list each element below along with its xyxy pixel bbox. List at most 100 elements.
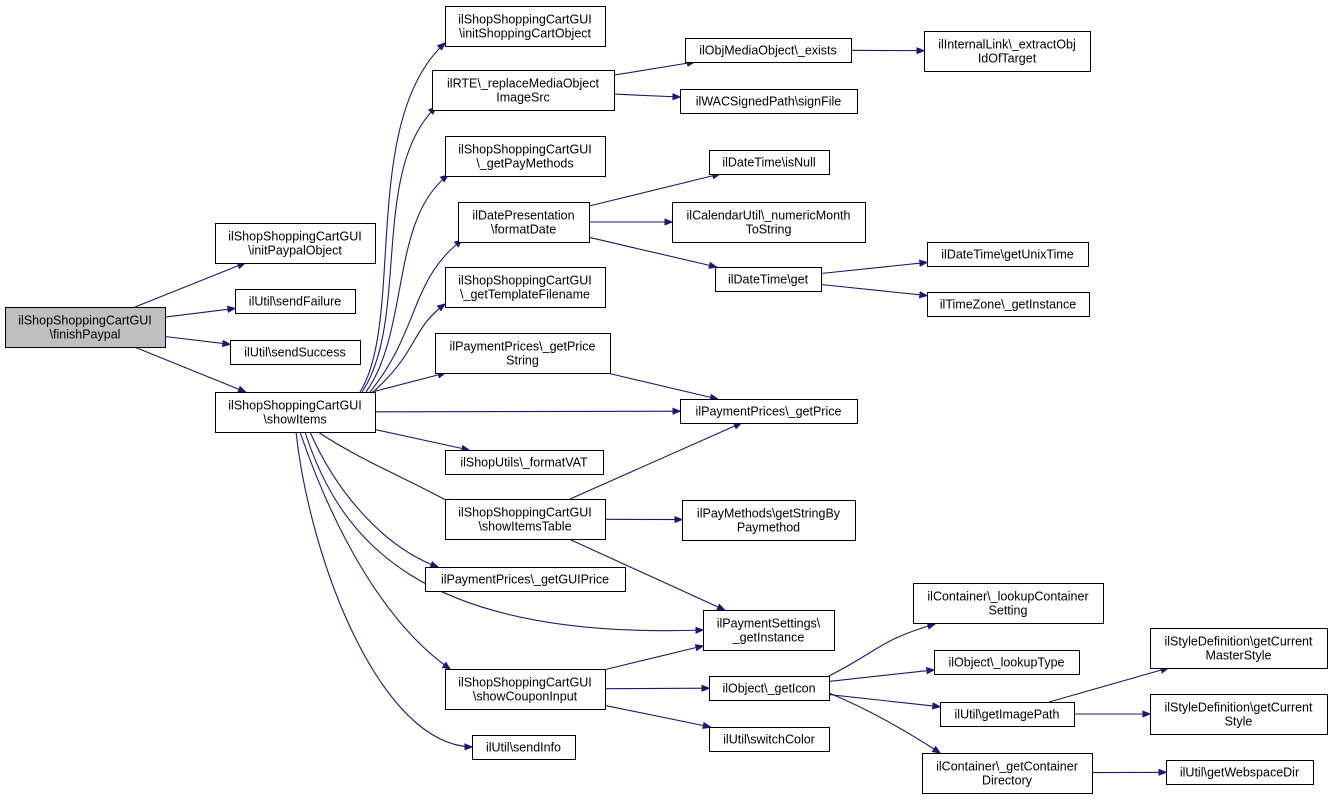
node-label: ilUtil\sendFailure — [249, 295, 341, 309]
node-showCouponInput[interactable]: ilShopShoppingCartGUI\showCouponInput — [445, 669, 606, 710]
node-label: Paymethod — [737, 521, 800, 535]
edge-getIcon-to-lookupType — [828, 670, 934, 682]
node-label: \showItemsTable — [478, 520, 571, 534]
node-signFile[interactable]: ilWACSignedPath\signFile — [680, 89, 858, 114]
node-label: Setting — [989, 604, 1028, 618]
edge-line — [371, 373, 445, 393]
edge-line — [134, 263, 245, 308]
node-label: \showCouponInput — [473, 690, 578, 704]
edge-line — [828, 624, 935, 677]
node-getPayMethods[interactable]: ilShopShoppingCartGUI\_getPayMethods — [445, 136, 606, 177]
edge-line — [1048, 668, 1168, 703]
node-finishPaypal[interactable]: ilShopShoppingCartGUI\finishPaypal — [5, 307, 166, 348]
edge-formatDate-to-isNull — [588, 174, 720, 207]
edge-line — [304, 431, 703, 631]
node-label: ilShopShoppingCartGUI — [18, 314, 151, 328]
edge-line — [361, 107, 436, 393]
node-timeZoneGetInstance[interactable]: ilTimeZone\_getInstance — [927, 292, 1090, 317]
node-box — [913, 583, 1104, 624]
node-box — [432, 70, 615, 111]
node-sendInfo[interactable]: ilUtil\sendInfo — [472, 735, 576, 760]
node-lookupType[interactable]: ilObject\_lookupType — [934, 650, 1080, 675]
node-label: ilRTE\_replaceMediaObject — [447, 77, 599, 91]
node-label: \formatDate — [491, 223, 556, 237]
node-isNull[interactable]: ilDateTime\isNull — [709, 150, 830, 175]
node-getPrice[interactable]: ilPaymentPrices\_getPrice — [680, 399, 858, 424]
edge-showItemsTable-to-getPrice — [569, 423, 741, 500]
edge-line — [365, 175, 448, 393]
node-getTemplateFilename[interactable]: ilShopShoppingCartGUI\_getTemplateFilena… — [445, 267, 606, 308]
edge-line — [820, 283, 927, 296]
edge-showItems-to-getTemplateFilename — [371, 304, 445, 394]
node-mediaExists[interactable]: ilObjMediaObject\_exists — [685, 38, 852, 63]
node-box — [425, 567, 626, 592]
node-label: MasterStyle — [1206, 649, 1272, 663]
edge-showItems-to-paymentSettingsGetInstance — [304, 431, 703, 631]
node-box — [685, 38, 852, 63]
node-showItems[interactable]: ilShopShoppingCartGUI\showItems — [215, 392, 376, 433]
edge-line — [607, 372, 717, 399]
edge-line — [604, 704, 710, 727]
node-switchColor[interactable]: ilUtil\switchColor — [709, 727, 830, 752]
node-sendSuccess[interactable]: ilUtil\sendSuccess — [230, 340, 361, 365]
node-formatVAT[interactable]: ilShopUtils\_formatVAT — [445, 450, 604, 475]
edge-showItemsTable-to-paymentSettingsGetInstance — [568, 538, 725, 610]
edge-formatDate-to-dateTimeGet — [588, 236, 717, 267]
node-box — [922, 753, 1093, 794]
node-sendFailure[interactable]: ilUtil\sendFailure — [235, 289, 356, 314]
node-initShoppingCartObject[interactable]: ilShopShoppingCartGUI\initShoppingCartOb… — [445, 6, 606, 47]
node-paymentSettingsGetInstance[interactable]: ilPaymentSettings\_getInstance — [703, 610, 835, 651]
node-getWebspaceDir[interactable]: ilUtil\getWebspaceDir — [1166, 760, 1314, 785]
edge-dateTimeGet-to-timeZoneGetInstance — [820, 283, 927, 296]
node-label: ToString — [746, 223, 792, 237]
edge-showCouponInput-to-paymentSettingsGetInstance — [604, 646, 703, 671]
edge-line — [299, 431, 450, 669]
edge-showCouponInput-to-getIcon — [604, 688, 709, 689]
node-showItemsTable[interactable]: ilShopShoppingCartGUI\showItemsTable — [445, 499, 606, 540]
node-box — [445, 499, 606, 540]
node-box — [709, 150, 830, 175]
node-label: ilStyleDefinition\getCurrent — [1165, 635, 1314, 649]
node-getUnixTime[interactable]: ilDateTime\getUnixTime — [927, 242, 1089, 267]
edge-line — [604, 646, 703, 671]
edge-line — [828, 692, 940, 753]
node-label: \finishPaypal — [50, 328, 121, 342]
node-label: ilObjMediaObject\_exists — [699, 44, 837, 58]
node-initPaypalObject[interactable]: ilShopShoppingCartGUI\initPaypalObject — [215, 223, 376, 264]
edge-getImagePath-to-getCurrentMasterStyle — [1048, 668, 1168, 703]
edge-showItems-to-showItemsTable — [317, 431, 455, 505]
node-box — [458, 202, 590, 243]
node-formatDate[interactable]: ilDatePresentation\formatDate — [458, 202, 590, 243]
edge-line — [613, 62, 695, 76]
node-box — [1166, 760, 1314, 785]
node-getGUIPrice[interactable]: ilPaymentPrices\_getGUIPrice — [425, 567, 626, 592]
edge-line — [828, 694, 940, 707]
node-label: ilShopShoppingCartGUI — [228, 399, 361, 413]
node-label: Style — [1225, 715, 1253, 729]
edge-line — [588, 236, 717, 267]
node-box — [927, 292, 1090, 317]
node-label: ilDateTime\isNull — [722, 156, 815, 170]
edge-line — [569, 423, 741, 500]
node-getIcon[interactable]: ilObject\_getIcon — [709, 676, 830, 701]
edge-line — [374, 428, 469, 451]
node-label: ilTimeZone\_getInstance — [940, 298, 1076, 312]
edge-line — [371, 304, 445, 394]
node-label: ilShopShoppingCartGUI — [228, 230, 361, 244]
edge-getIcon-to-getImagePath — [828, 694, 940, 707]
nodes: ilShopShoppingCartGUI\finishPaypalilShop… — [5, 6, 1328, 794]
edge-line — [568, 538, 725, 610]
node-getImagePath[interactable]: ilUtil\getImagePath — [940, 702, 1075, 727]
node-dateTimeGet[interactable]: ilDateTime\get — [715, 267, 822, 292]
node-label: _getInstance — [732, 631, 805, 645]
